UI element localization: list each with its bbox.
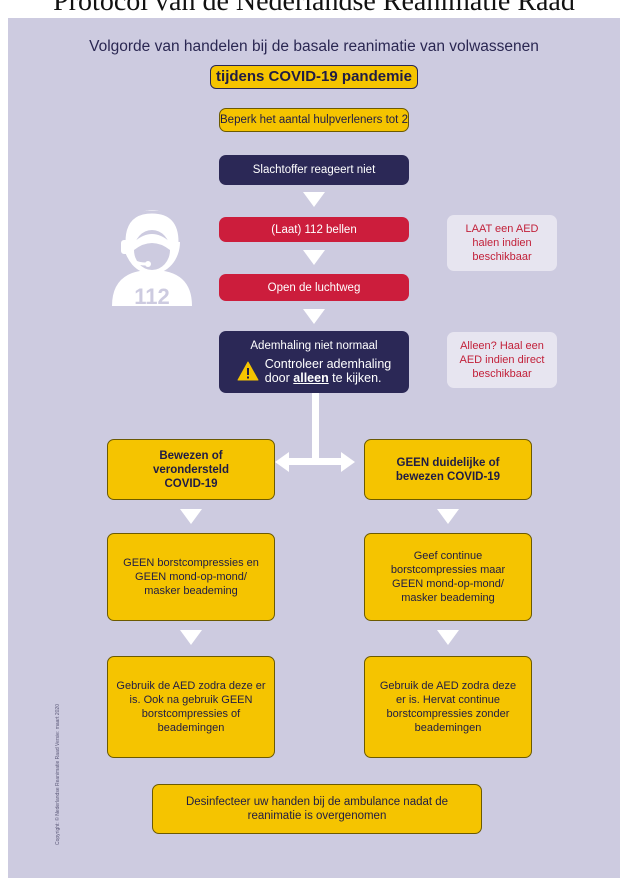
final-disinfect-text: Desinfecteer uw handen bij de ambulance … — [185, 796, 449, 822]
split-bar — [285, 458, 345, 465]
unresponsive-text: Slachtoffer reageert niet — [252, 164, 376, 176]
split-stem — [312, 393, 319, 461]
arrow-down-icon — [303, 192, 325, 207]
breathing-check: Controleer ademhaling door alleen te kij… — [237, 357, 391, 385]
left-action-box: GEEN borstcompressies en GEEN mond-op-mo… — [107, 533, 275, 621]
page-header: Protocol van de Nederlandse Reanimatie R… — [53, 0, 575, 17]
aed-fetch-text: LAAT een AED halen indien beschikbaar — [465, 223, 539, 263]
check-bold: alleen — [293, 371, 329, 385]
arrow-down-icon — [180, 509, 202, 524]
copyright-note: Copyright: © Nederlandse Reanimatie Raad… — [55, 704, 61, 845]
right-aed-box: Gebruik de AED zodra deze er is. Hervat … — [364, 656, 532, 758]
breathing-box: Ademhaling niet normaal Controleer ademh… — [219, 331, 409, 393]
unresponsive-box: Slachtoffer reageert niet — [219, 155, 409, 185]
call-112-text: (Laat) 112 bellen — [271, 223, 357, 236]
alone-text: Alleen? Haal een AED indien direct besch… — [459, 340, 545, 380]
right-aed-text: Gebruik de AED zodra deze er is. Hervat … — [379, 680, 517, 734]
operator-label: 112 — [134, 284, 170, 309]
left-aed-box: Gebruik de AED zodra deze er is. Ook na … — [107, 656, 275, 758]
emergency-operator-icon — [112, 210, 192, 306]
diagram-subtitle: tijdens COVID-19 pandemie — [210, 65, 418, 89]
limit-helpers-box: Beperk het aantal hulpverleners tot 2 — [219, 108, 409, 132]
arrow-down-icon — [303, 309, 325, 324]
check-post: te kijken. — [328, 371, 382, 385]
arrow-down-icon — [437, 630, 459, 645]
left-aed-text: Gebruik de AED zodra deze er is. Ook na … — [116, 680, 266, 734]
call-112-box: (Laat) 112 bellen — [219, 217, 409, 242]
right-condition-text: GEEN duidelijke of bewezen COVID-19 — [395, 456, 501, 483]
double-arrow-icon — [275, 452, 355, 472]
left-condition-box: Bewezen of verondersteld COVID-19 — [107, 439, 275, 500]
left-condition-text: Bewezen of verondersteld COVID-19 — [152, 449, 230, 490]
final-disinfect-box: Desinfecteer uw handen bij de ambulance … — [152, 784, 482, 834]
right-action-box: Geef continue borstcompressies maar GEEN… — [364, 533, 532, 621]
check-pre: door — [264, 371, 294, 385]
breathing-title: Ademhaling niet normaal — [250, 340, 378, 352]
diagram-title: Volgorde van handelen bij de basale rean… — [89, 38, 539, 55]
arrow-down-icon — [437, 509, 459, 524]
right-action-text: Geef continue borstcompressies maar GEEN… — [390, 550, 506, 604]
left-action-text: GEEN borstcompressies en GEEN mond-op-mo… — [123, 557, 259, 597]
check-line-1: Controleer ademhaling — [264, 357, 392, 371]
arrow-down-icon — [303, 250, 325, 265]
limit-helpers-text: Beperk het aantal hulpverleners tot 2 — [220, 114, 408, 126]
aed-fetch-note: LAAT een AED halen indien beschikbaar — [447, 215, 557, 271]
open-airway-text: Open de luchtweg — [267, 281, 361, 294]
arrow-down-icon — [180, 630, 202, 645]
warning-icon — [237, 361, 259, 381]
alone-note: Alleen? Haal een AED indien direct besch… — [447, 332, 557, 388]
open-airway-box: Open de luchtweg — [219, 274, 409, 301]
check-text: Controleer ademhaling door alleen te kij… — [265, 357, 391, 385]
right-condition-box: GEEN duidelijke of bewezen COVID-19 — [364, 439, 532, 500]
